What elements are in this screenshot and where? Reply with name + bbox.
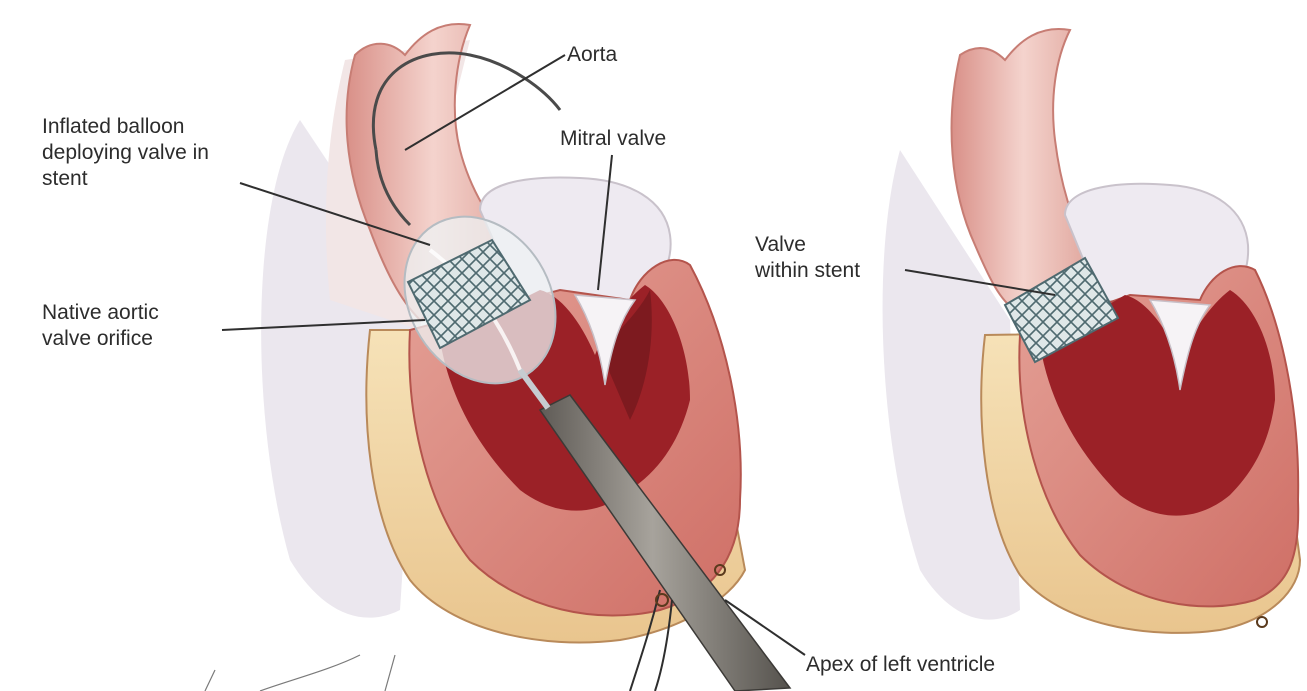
label-aorta: Aorta bbox=[567, 42, 617, 68]
label-apex-left-ventricle: Apex of left ventricle bbox=[806, 652, 995, 678]
label-native-aortic-valve-orifice: Native aortic valve orifice bbox=[42, 300, 159, 352]
label-mitral-valve: Mitral valve bbox=[560, 126, 666, 152]
label-valve-within-stent: Valve within stent bbox=[755, 232, 860, 284]
right-heart-illustration bbox=[883, 29, 1300, 633]
left-heart-illustration bbox=[261, 24, 790, 691]
label-inflated-balloon: Inflated balloon deploying valve in sten… bbox=[42, 114, 209, 192]
sketch-lines bbox=[205, 655, 395, 691]
